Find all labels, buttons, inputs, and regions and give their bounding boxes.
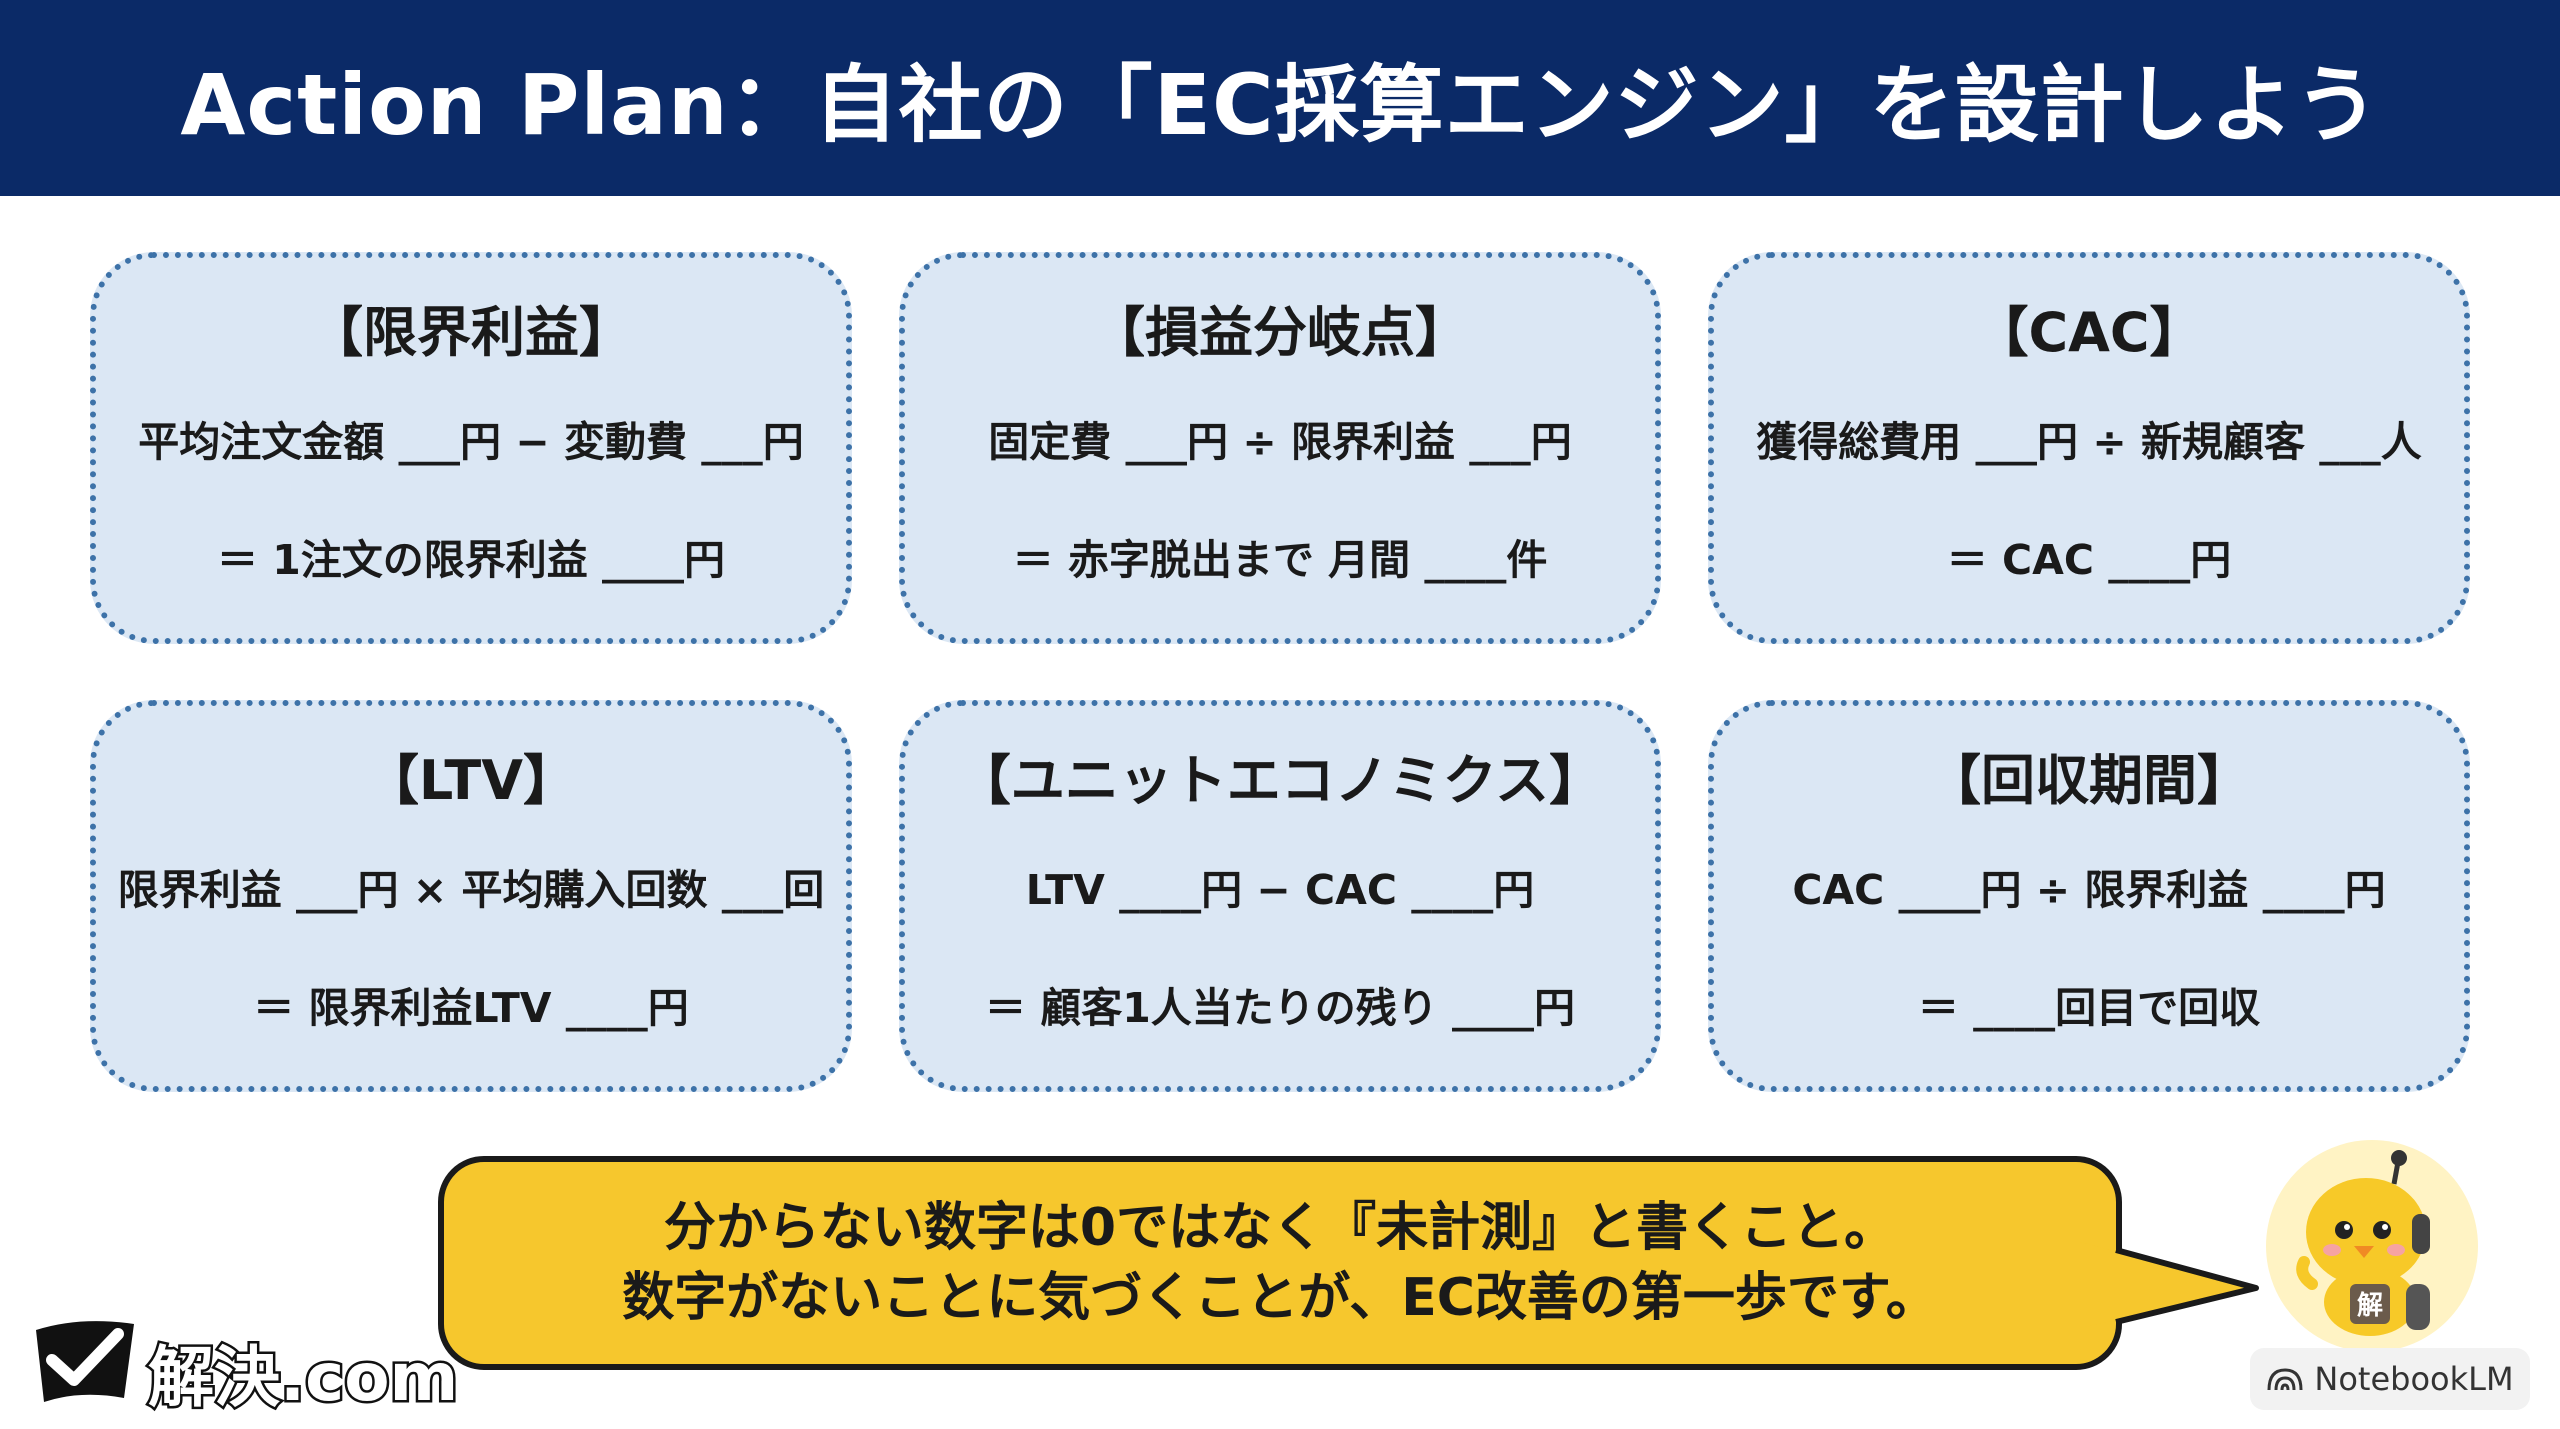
card-title: 【損益分岐点】 bbox=[1091, 301, 1469, 364]
callout-bubble: 分からない数字は0ではなく『未計測』と書くこと。 数字がないことに気づくことが、… bbox=[438, 1156, 2122, 1370]
card-result: ＝ ____回目で回収 bbox=[1917, 984, 2261, 1032]
card-title: 【ユニットエコノミクス】 bbox=[956, 749, 1604, 812]
card-result: ＝ 顧客1人当たりの残り ____円 bbox=[984, 984, 1576, 1032]
card-ltv: 【LTV】 限界利益 ___円 × 平均購入回数 ___回 ＝ 限界利益LTV … bbox=[90, 700, 852, 1092]
page-title: Action Plan：自社の「EC採算エンジン」を設計しよう bbox=[180, 55, 2380, 154]
card-title: 【回収期間】 bbox=[1927, 749, 2251, 812]
card-result: ＝ 赤字脱出まで 月間 ____件 bbox=[1012, 536, 1548, 584]
brand-logo: 解決.com bbox=[30, 1310, 461, 1419]
brand-logo-text: 解決.com bbox=[145, 1337, 460, 1419]
card-formula: LTV ____円 − CAC ____円 bbox=[1025, 866, 1535, 914]
card-formula: CAC ____円 ÷ 限界利益 ____円 bbox=[1792, 866, 2386, 914]
header-bar: Action Plan：自社の「EC採算エンジン」を設計しよう bbox=[0, 0, 2560, 196]
callout-line-1: 分からない数字は0ではなく『未計測』と書くこと。 bbox=[663, 1198, 1897, 1258]
card-marginal-profit: 【限界利益】 平均注文金額 ___円 − 変動費 ___円 ＝ 1注文の限界利益… bbox=[90, 252, 852, 644]
card-unit-economics: 【ユニットエコノミクス】 LTV ____円 − CAC ____円 ＝ 顧客1… bbox=[899, 700, 1661, 1092]
chick-robot-mascot-icon: 解 bbox=[2266, 1140, 2478, 1352]
card-break-even: 【損益分岐点】 固定費 ___円 ÷ 限界利益 ___円 ＝ 赤字脱出まで 月間… bbox=[899, 252, 1661, 644]
mascot-badge: 解 bbox=[2357, 1291, 2383, 1321]
notebooklm-icon bbox=[2267, 1368, 2303, 1391]
card-result: ＝ 1注文の限界利益 ____円 bbox=[216, 536, 726, 584]
card-payback-period: 【回収期間】 CAC ____円 ÷ 限界利益 ____円 ＝ ____回目で回… bbox=[1708, 700, 2470, 1092]
callout-line-2: 数字がないことに気づくことが、EC改善の第一歩です。 bbox=[622, 1268, 1938, 1328]
card-formula: 限界利益 ___円 × 平均購入回数 ___回 bbox=[117, 866, 825, 914]
card-formula: 固定費 ___円 ÷ 限界利益 ___円 bbox=[988, 418, 1572, 466]
card-formula: 獲得総費用 ___円 ÷ 新規顧客 ___人 bbox=[1756, 418, 2422, 466]
card-title: 【LTV】 bbox=[364, 749, 578, 812]
card-title: 【CAC】 bbox=[1974, 301, 2204, 364]
card-title: 【限界利益】 bbox=[309, 301, 633, 364]
card-result: ＝ CAC ____円 bbox=[1946, 536, 2232, 584]
notebooklm-watermark: NotebookLM bbox=[2250, 1348, 2530, 1410]
card-result: ＝ 限界利益LTV ____円 bbox=[253, 984, 689, 1032]
card-formula: 平均注文金額 ___円 − 変動費 ___円 bbox=[138, 418, 804, 466]
check-flag-icon bbox=[36, 1321, 134, 1402]
callout-tail-icon bbox=[2080, 1242, 2259, 1328]
card-cac: 【CAC】 獲得総費用 ___円 ÷ 新規顧客 ___人 ＝ CAC ____円 bbox=[1708, 252, 2470, 644]
notebooklm-label: NotebookLM bbox=[2314, 1360, 2514, 1398]
